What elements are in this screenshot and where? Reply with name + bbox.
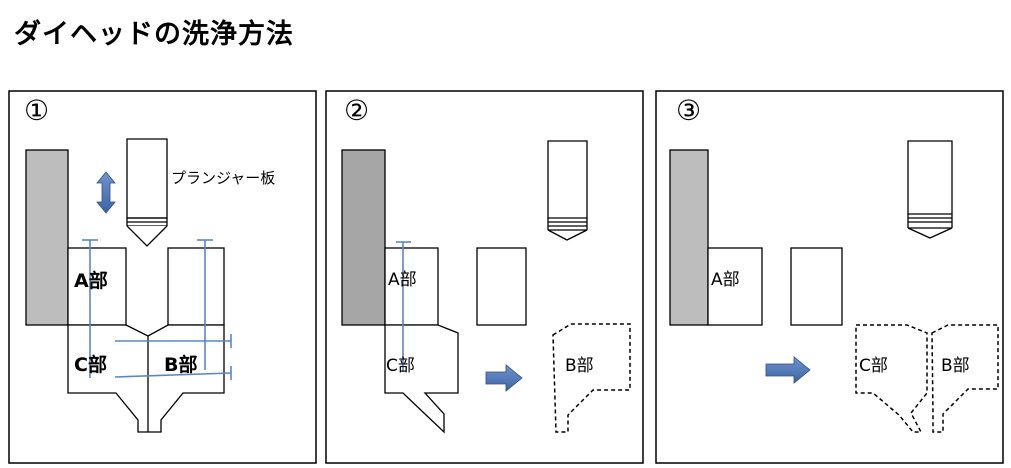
- panel-1-number: ①: [24, 94, 49, 127]
- up-down-arrow-icon: [96, 171, 116, 214]
- part-a-label: A部: [74, 269, 108, 292]
- right-arrow-icon: [765, 356, 811, 384]
- page-title: ダイヘッドの洗浄方法: [14, 19, 294, 50]
- gray-block: [669, 149, 709, 326]
- measurement-lines: [82, 239, 232, 380]
- plunger-plate-label: プランジャー板: [171, 169, 275, 187]
- gray-block: [341, 149, 386, 326]
- part-b-upper-block: [476, 247, 527, 326]
- part-b-label: B部: [565, 356, 594, 376]
- plunger-plate: [547, 140, 588, 241]
- part-b-removed-outline: [552, 323, 631, 433]
- part-c-label: C部: [386, 356, 415, 376]
- part-b-upper-block: [790, 247, 843, 326]
- part-a-block: [707, 247, 763, 326]
- gray-block: [25, 149, 69, 326]
- part-a-block: [67, 247, 127, 326]
- part-c-label: C部: [859, 356, 888, 376]
- plunger-plate: [126, 138, 168, 247]
- part-a-label: A部: [711, 270, 740, 290]
- panel-3-number: ③: [676, 94, 701, 127]
- part-c-removed-outline: [855, 324, 928, 433]
- part-a-label: A部: [388, 270, 417, 290]
- measurement-lines: [396, 241, 411, 372]
- part-c-label: C部: [74, 353, 107, 376]
- part-b-label: B部: [941, 356, 970, 376]
- panel-2-number: ②: [344, 94, 369, 127]
- plunger-plate: [907, 140, 953, 239]
- part-a-block: [384, 247, 439, 326]
- panel-1: ① プランジャー板: [8, 90, 317, 464]
- part-b-upper-block: [167, 247, 225, 326]
- panel-3: ③ A部 C部 B部: [655, 90, 1004, 464]
- panel-2: ② A部 C部 B部: [325, 90, 644, 464]
- part-b-label: B部: [164, 353, 197, 376]
- die-head: [67, 247, 225, 433]
- right-arrow-icon: [485, 364, 523, 392]
- part-b-removed-outline: [931, 324, 999, 433]
